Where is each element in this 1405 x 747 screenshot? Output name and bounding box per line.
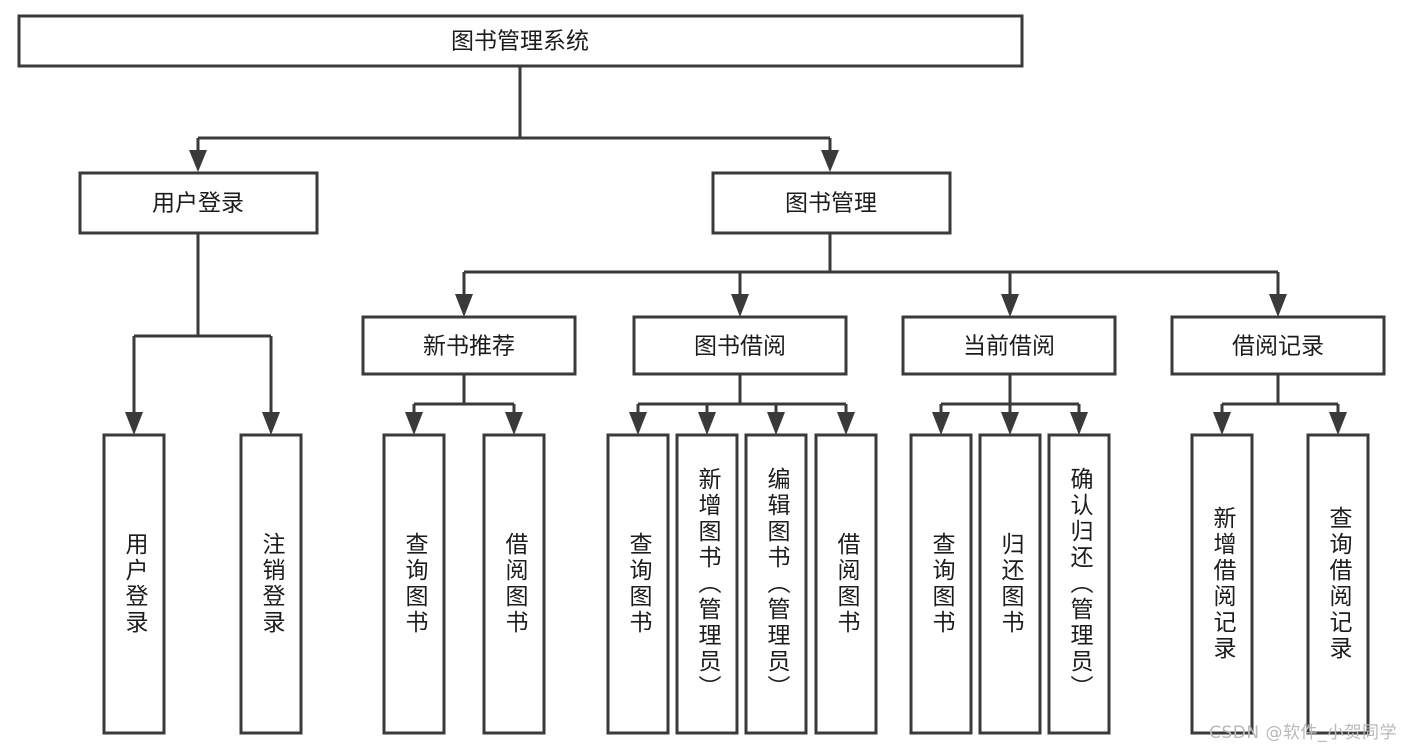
node-new-book-recommend-box[interactable]: [361, 315, 577, 376]
node-leaf-borrow-book-1-box[interactable]: [482, 433, 546, 735]
node-new-book-recommend[interactable]: 新书推荐: [361, 315, 577, 376]
arrow-head-leaf-query-record: [1329, 412, 1347, 435]
node-book-borrow-label: 图书借阅: [694, 334, 786, 360]
node-leaf-edit-book-box[interactable]: [744, 433, 808, 735]
node-leaf-borrow-book-2-label: 借阅图书: [833, 532, 861, 636]
node-root-label: 图书管理系统: [451, 29, 589, 55]
node-borrow-record-label: 借阅记录: [1232, 334, 1324, 360]
node-leaf-query-book-2-box[interactable]: [606, 433, 670, 735]
node-leaf-confirm-return[interactable]: 确认归还（管理员）: [1047, 433, 1111, 735]
node-book-borrow[interactable]: 图书借阅: [632, 315, 848, 376]
node-leaf-query-book-2-label: 查询图书: [625, 532, 653, 636]
arrow-head-leaf-add-book: [698, 412, 716, 435]
arrow-head-new-book-recommend: [455, 294, 473, 317]
node-leaf-query-book-2[interactable]: 查询图书: [606, 433, 670, 735]
node-user-login-box[interactable]: [78, 171, 319, 235]
node-current-borrow-label: 当前借阅: [963, 334, 1055, 360]
node-leaf-add-record-label: 新增借阅记录: [1209, 506, 1237, 662]
node-leaf-query-record-box[interactable]: [1306, 433, 1370, 735]
node-user-login[interactable]: 用户登录: [78, 171, 319, 235]
node-leaf-add-book-label: 新增图书（管理员）: [694, 467, 722, 701]
arrow-head-leaf-user-login: [125, 412, 143, 435]
node-leaf-edit-book-label: 编辑图书（管理员）: [763, 467, 791, 701]
node-new-book-recommend-label: 新书推荐: [423, 334, 515, 360]
node-leaf-query-book-1-label: 查询图书: [401, 532, 429, 636]
node-root[interactable]: 图书管理系统: [17, 14, 1024, 68]
node-leaf-user-logout-box[interactable]: [239, 433, 303, 735]
connector-layer: [125, 66, 1347, 435]
node-leaf-query-record[interactable]: 查询借阅记录: [1306, 433, 1370, 735]
node-leaf-user-login[interactable]: 用户登录: [102, 433, 166, 735]
node-book-borrow-box[interactable]: [632, 315, 848, 376]
node-leaf-add-record[interactable]: 新增借阅记录: [1190, 433, 1254, 735]
node-book-manage-label: 图书管理: [785, 191, 877, 217]
arrow-head-leaf-add-record: [1213, 412, 1231, 435]
node-book-manage-box[interactable]: [711, 171, 952, 235]
node-leaf-add-book[interactable]: 新增图书（管理员）: [675, 433, 739, 735]
node-book-manage[interactable]: 图书管理: [711, 171, 952, 235]
node-leaf-query-book-1[interactable]: 查询图书: [382, 433, 446, 735]
arrow-head-leaf-query-book-3: [932, 412, 950, 435]
node-leaf-add-book-box[interactable]: [675, 433, 739, 735]
arrow-head-leaf-query-book-1: [405, 412, 423, 435]
arrow-head-current-borrow: [1001, 294, 1019, 317]
node-leaf-confirm-return-label: 确认归还（管理员）: [1066, 467, 1094, 701]
node-borrow-record-box[interactable]: [1170, 315, 1386, 376]
node-leaf-user-login-label: 用户登录: [121, 532, 149, 636]
node-leaf-edit-book[interactable]: 编辑图书（管理员）: [744, 433, 808, 735]
node-leaf-borrow-book-2[interactable]: 借阅图书: [814, 433, 878, 735]
node-leaf-user-logout-label: 注销登录: [258, 532, 286, 636]
node-leaf-query-book-3[interactable]: 查询图书: [909, 433, 973, 735]
node-user-login-label: 用户登录: [152, 191, 244, 217]
node-leaf-return-book-box[interactable]: [978, 433, 1042, 735]
arrow-head-leaf-user-logout: [262, 412, 280, 435]
node-leaf-borrow-book-1-label: 借阅图书: [501, 532, 529, 636]
node-root-box[interactable]: [17, 14, 1024, 68]
arrow-head-leaf-query-book-2: [629, 412, 647, 435]
arrow-head-leaf-return-book: [1001, 412, 1019, 435]
arrow-head-leaf-borrow-book-2: [837, 412, 855, 435]
arrow-head-user-login: [189, 150, 207, 172]
node-current-borrow-box[interactable]: [901, 315, 1117, 376]
node-leaf-confirm-return-box[interactable]: [1047, 433, 1111, 735]
node-leaf-query-book-1-box[interactable]: [382, 433, 446, 735]
arrow-head-book-manage: [821, 150, 839, 172]
node-current-borrow[interactable]: 当前借阅: [901, 315, 1117, 376]
node-leaf-return-book-label: 归还图书: [997, 532, 1025, 636]
node-leaf-borrow-book-2-box[interactable]: [814, 433, 878, 735]
node-leaf-borrow-book-1[interactable]: 借阅图书: [482, 433, 546, 735]
node-leaf-query-record-label: 查询借阅记录: [1325, 506, 1353, 662]
node-borrow-record[interactable]: 借阅记录: [1170, 315, 1386, 376]
arrow-head-leaf-borrow-book-1: [505, 412, 523, 435]
arrow-head-leaf-edit-book: [767, 412, 785, 435]
node-leaf-query-book-3-box[interactable]: [909, 433, 973, 735]
node-leaf-query-book-3-label: 查询图书: [928, 532, 956, 636]
arrow-head-borrow-record: [1269, 294, 1287, 317]
node-leaf-user-logout[interactable]: 注销登录: [239, 433, 303, 735]
node-leaf-return-book[interactable]: 归还图书: [978, 433, 1042, 735]
watermark-text: CSDN @软件_小贺同学: [1209, 723, 1397, 743]
node-leaf-user-login-box[interactable]: [102, 433, 166, 735]
arrow-head-leaf-confirm-return: [1070, 412, 1088, 435]
node-leaf-add-record-box[interactable]: [1190, 433, 1254, 735]
arrow-head-book-borrow: [731, 294, 749, 317]
